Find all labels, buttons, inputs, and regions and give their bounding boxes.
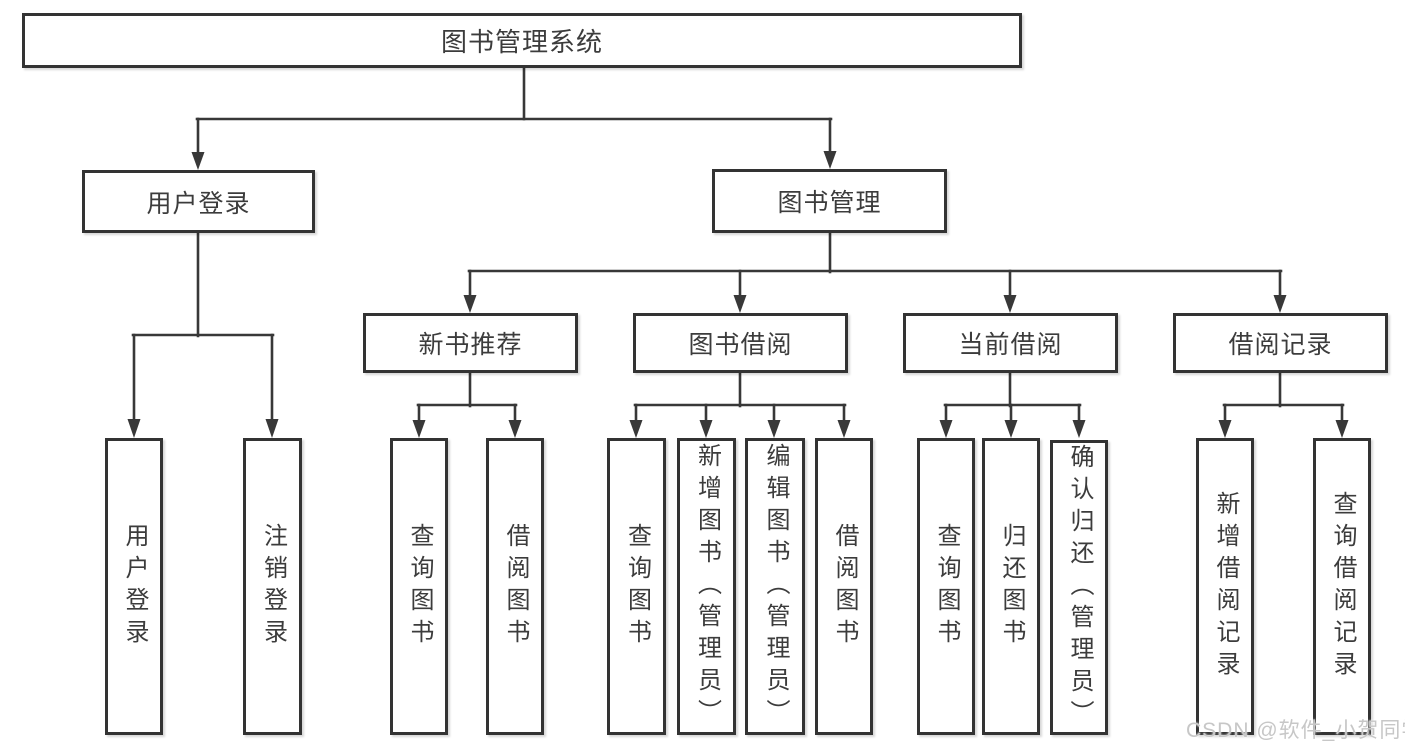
- node-user-login: 用户登录: [82, 170, 315, 233]
- node-current-borrow: 当前借阅: [903, 313, 1118, 373]
- leaf-query-books-current: 查询图书: [917, 438, 975, 735]
- leaf-user-login: 用户登录: [105, 438, 163, 735]
- connector-new-book-recommend-children: [412, 371, 522, 438]
- leaf-query-books-borrow: 查询图书: [607, 438, 666, 735]
- connector-borrow-records-children: [1218, 371, 1349, 438]
- connector-user-login-children: [127, 230, 279, 438]
- leaf-borrow-books-recommend-label: 借阅图书: [502, 522, 529, 651]
- leaf-add-borrow-record-label: 新增借阅记录: [1212, 490, 1239, 683]
- leaf-borrow-books-label: 借阅图书: [831, 522, 858, 651]
- connector-book-borrow-children: [629, 371, 851, 438]
- leaf-query-books-recommend: 查询图书: [390, 438, 448, 735]
- leaf-add-book-admin-label: 新增图书（管理员）: [693, 442, 721, 731]
- connector-current-borrow-children: [939, 371, 1086, 438]
- node-book-borrow: 图书借阅: [633, 313, 848, 373]
- leaf-return-books: 归还图书: [982, 438, 1040, 735]
- connector-root-to-level2: [191, 66, 837, 170]
- node-new-book-recommend: 新书推荐: [363, 313, 578, 373]
- leaf-confirm-return-admin-label: 确认归还（管理员）: [1066, 443, 1093, 732]
- leaf-borrow-books: 借阅图书: [815, 438, 873, 735]
- node-borrow-records: 借阅记录: [1173, 313, 1388, 373]
- csdn-watermark: CSDN @软件_小贺同学: [1186, 719, 1405, 742]
- leaf-add-book-admin: 新增图书（管理员）: [677, 438, 736, 735]
- leaf-user-login-label: 用户登录: [121, 522, 148, 651]
- leaf-query-borrow-record-label: 查询借阅记录: [1329, 490, 1356, 683]
- leaf-query-books-current-label: 查询图书: [933, 522, 960, 651]
- connector-book-management-children: [463, 231, 1287, 313]
- leaf-query-books-recommend-label: 查询图书: [406, 522, 433, 651]
- leaf-logout: 注销登录: [243, 438, 302, 735]
- node-library-management-system: 图书管理系统: [22, 13, 1022, 68]
- node-book-management: 图书管理: [712, 169, 947, 233]
- leaf-return-books-label: 归还图书: [998, 522, 1025, 651]
- leaf-edit-book-admin: 编辑图书（管理员）: [745, 438, 805, 735]
- leaf-borrow-books-recommend: 借阅图书: [486, 438, 544, 735]
- leaf-query-books-borrow-label: 查询图书: [623, 522, 651, 651]
- leaf-confirm-return-admin: 确认归还（管理员）: [1050, 440, 1108, 735]
- leaf-edit-book-admin-label: 编辑图书（管理员）: [762, 442, 789, 731]
- leaf-add-borrow-record: 新增借阅记录: [1196, 438, 1254, 735]
- leaf-query-borrow-record: 查询借阅记录: [1313, 438, 1371, 735]
- leaf-logout-label: 注销登录: [259, 522, 287, 651]
